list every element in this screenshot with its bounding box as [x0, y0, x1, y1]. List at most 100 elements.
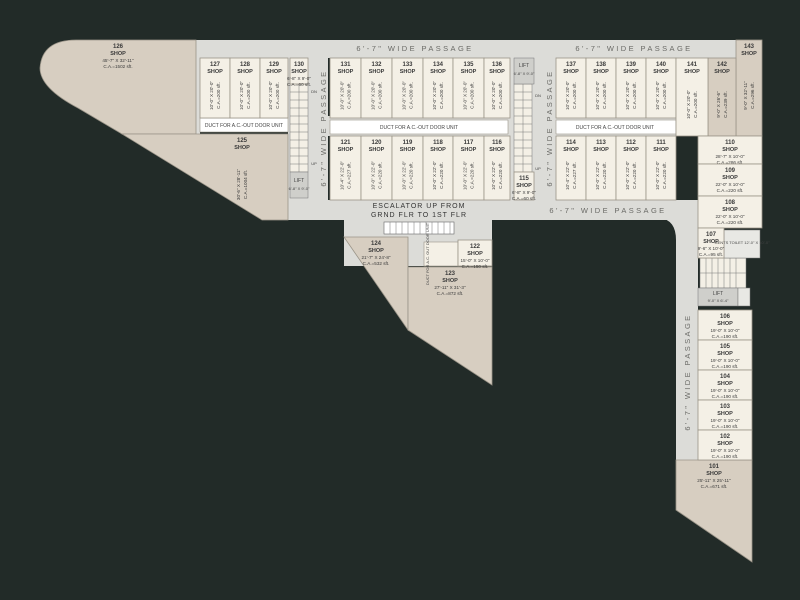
shop-114-box[interactable]: [555, 135, 587, 201]
shop-134-box[interactable]: [422, 57, 454, 119]
shop-110-box[interactable]: [697, 135, 763, 165]
shop-140-box[interactable]: [645, 57, 677, 119]
shop-129-box[interactable]: [259, 57, 289, 119]
shop-136-box[interactable]: [483, 57, 511, 119]
shop-126-shape[interactable]: [39, 39, 197, 135]
shop-127-box[interactable]: [199, 57, 231, 119]
shop-dimension: 10'-0" X 20'-0": [625, 81, 630, 110]
shop-104-box[interactable]: [697, 369, 753, 401]
shop-121-box[interactable]: [329, 135, 362, 201]
shop-115-box[interactable]: [513, 171, 535, 201]
shop-120-box[interactable]: [360, 135, 393, 201]
shop-102-box[interactable]: [697, 429, 753, 461]
shop-125-shape[interactable]: [120, 133, 289, 221]
shop-142-shape[interactable]: [707, 57, 737, 137]
shop-number: 119: [403, 140, 413, 146]
shop-122-box[interactable]: [457, 239, 493, 267]
shop-number: 122: [470, 244, 481, 250]
shop-123-shape[interactable]: [407, 266, 493, 386]
shop-138-box[interactable]: [585, 57, 617, 119]
shop-111-box[interactable]: [645, 135, 677, 201]
shop-131-box[interactable]: [329, 57, 362, 119]
shop-116-box[interactable]: [483, 135, 511, 201]
shop-128-box[interactable]: [229, 57, 261, 119]
shop-112-box[interactable]: [615, 135, 647, 201]
staircase-left: [289, 83, 309, 173]
passage-label-top-right: 6'-7" WIDE PASSAGE: [575, 44, 692, 53]
shop-label: SHOP: [266, 69, 282, 75]
lift-3-label: LIFT: [713, 291, 723, 297]
shop-dimension: 10'-4" X 22'-0": [565, 161, 570, 190]
shop-103-box[interactable]: [697, 399, 753, 431]
shop-dimension: 19'-0" X 10'-0": [710, 388, 739, 393]
shop-109-box[interactable]: [697, 163, 763, 197]
shop-number: 104: [720, 374, 731, 380]
shop-dimension: 10'-0" X 22'-0": [491, 161, 496, 190]
shop-105-box[interactable]: [697, 339, 753, 371]
shop-130-box[interactable]: [289, 57, 309, 85]
shop-carpet-area: C.A.=220 sft.: [439, 162, 444, 189]
shop-118-box[interactable]: [422, 135, 454, 201]
shop-132-box[interactable]: [360, 57, 393, 119]
shop-133-box[interactable]: [391, 57, 424, 119]
shop-117-box[interactable]: [452, 135, 485, 201]
shop-108-box[interactable]: [697, 195, 763, 229]
shop-carpet-area: C.A.=200 sft.: [246, 82, 251, 109]
shop-107-box[interactable]: [697, 227, 725, 259]
shop-carpet-area: C.A.=200 sft.: [498, 82, 503, 109]
shop-113-box[interactable]: [585, 135, 617, 201]
shop-139-box[interactable]: [615, 57, 647, 119]
shop-141-box[interactable]: [675, 57, 709, 137]
duct-label-4: DUCT FOR A.C. OUT DOOR UNIT: [425, 222, 430, 285]
shop-135-box[interactable]: [452, 57, 485, 119]
shop-label: SHOP: [593, 147, 609, 153]
shop-number: 130: [294, 62, 305, 68]
shop-label: SHOP: [714, 69, 730, 75]
shop-106-box[interactable]: [697, 309, 753, 341]
